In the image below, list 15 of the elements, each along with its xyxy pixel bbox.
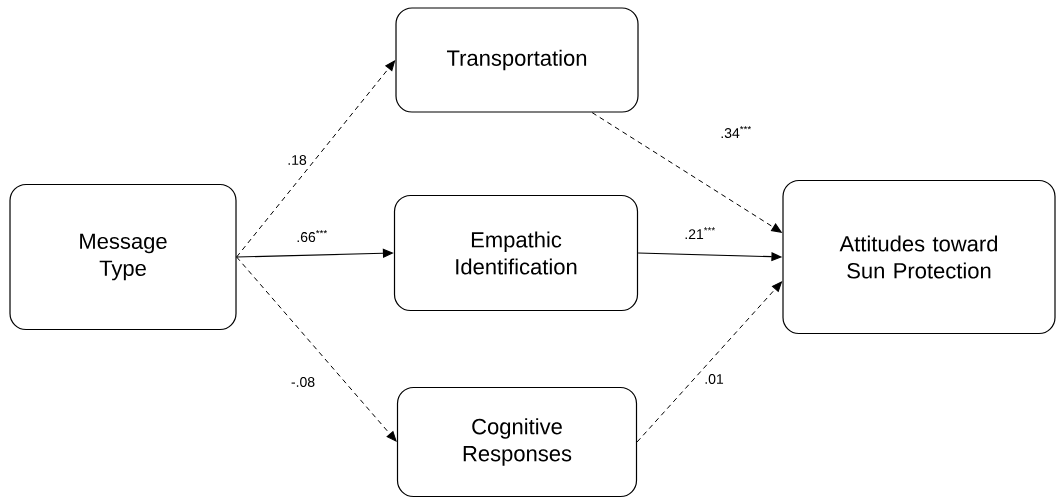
box: Transportation bbox=[395, 7, 639, 113]
arrow bbox=[236, 60, 396, 258]
edge-label: -.08 bbox=[289, 376, 317, 388]
edge-label: .18 bbox=[286, 154, 308, 166]
edge-label: .01 bbox=[703, 373, 725, 385]
box: Message Type bbox=[9, 183, 237, 331]
edge-label: .21$^{***}$ bbox=[683, 226, 717, 240]
box: Attitudes toward Sun Protection bbox=[782, 179, 1056, 335]
edge-label: .66$^{***}$ bbox=[295, 228, 329, 244]
arrow bbox=[636, 281, 782, 443]
arrow bbox=[591, 112, 782, 233]
edge-label: .34$^{***}$ bbox=[719, 124, 753, 140]
box: Cognitive Responses bbox=[396, 386, 638, 498]
box: Empathic Identification bbox=[393, 194, 639, 312]
arrow bbox=[236, 256, 397, 442]
